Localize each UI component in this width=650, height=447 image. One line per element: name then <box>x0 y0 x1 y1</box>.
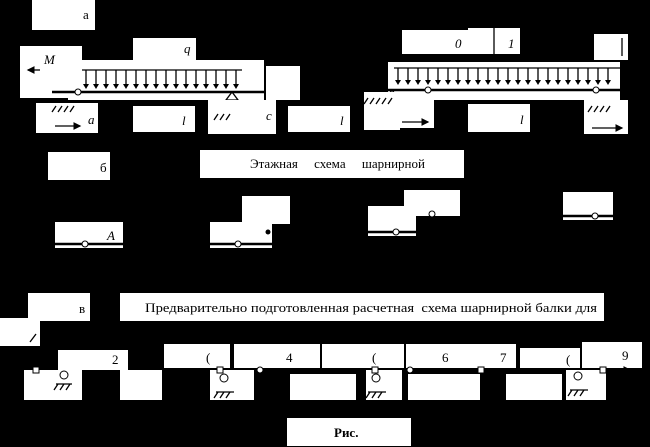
panel-b-label-box <box>48 152 110 180</box>
span-v-3-box <box>408 374 480 400</box>
node-3-square <box>216 366 224 374</box>
scheme-v-title-box <box>120 293 604 321</box>
node-4-box <box>234 344 320 368</box>
node-5-square <box>371 366 379 374</box>
hinge-right-2 <box>592 86 600 94</box>
storey-3-top-hinge <box>428 210 436 218</box>
storey-2-dot <box>265 229 271 235</box>
hinge-right-1 <box>424 86 432 94</box>
support-4-box <box>566 370 606 400</box>
node-2-box <box>58 350 128 370</box>
support-1-ground <box>53 383 72 391</box>
panel-a: а M q a l c l 0 <box>20 0 628 134</box>
support-2-roller <box>219 373 229 383</box>
scheme-v-title: Предварительно подготовленная расчетная … <box>145 300 597 315</box>
support-1-box <box>24 370 82 400</box>
dim-a-label: a <box>88 112 95 127</box>
hinge-1-box <box>164 344 230 368</box>
storey-2-hinge <box>234 240 242 248</box>
node-4-hinge <box>256 366 264 374</box>
node-4-label: 4 <box>286 350 293 365</box>
hinge-1-mark: ( <box>206 350 210 365</box>
node-6-hinge <box>406 366 414 374</box>
hinge-2-mark: ( <box>372 350 376 365</box>
support-2-box <box>210 370 254 400</box>
panel-v-label: в <box>79 301 85 316</box>
top-1-label: 1 <box>508 36 515 51</box>
storey-base-hinge <box>81 240 89 248</box>
span-2-box <box>288 106 350 132</box>
node-6-label: 6 <box>442 350 449 365</box>
node-7-box <box>486 344 516 368</box>
hinge-2-box <box>322 344 404 368</box>
support-2-ground <box>213 391 234 399</box>
hinge-left <box>74 88 82 96</box>
scheme-b-title-box <box>200 150 464 178</box>
span-2-label: l <box>340 113 344 128</box>
mid-box-1 <box>266 66 300 100</box>
scheme-b-title: Этажная схема шарнирной <box>250 156 425 171</box>
node-9-label: 9 <box>622 348 629 363</box>
moment-label: M <box>43 52 56 67</box>
panel-a-label-box <box>32 0 95 30</box>
fixed-hatch-left <box>51 105 75 113</box>
support-3-ground <box>365 391 386 399</box>
left-edge-mark <box>29 333 37 343</box>
panel-b: б Этажная схема шарнирной A <box>48 150 613 248</box>
node-7-square <box>477 366 485 374</box>
dim-c-box <box>208 100 276 134</box>
storey-4-hinge <box>591 212 599 220</box>
node-2-label: 2 <box>112 352 119 367</box>
node-6-box <box>406 344 490 368</box>
span-3-box <box>468 104 530 132</box>
fixed-right-box <box>584 100 628 134</box>
node-1-square <box>32 366 40 374</box>
span-1-label: l <box>182 113 186 128</box>
support-3-box <box>366 370 402 400</box>
node-7-label: 7 <box>500 350 507 365</box>
storey-2-top-box <box>242 196 290 224</box>
panel-a-label: а <box>83 7 89 22</box>
hinge-3-mark: ( <box>566 352 570 367</box>
support-4-ground <box>567 389 588 397</box>
left-edge-box <box>0 318 40 346</box>
support-mid-1-ground <box>213 113 231 121</box>
load-arrows-right <box>395 68 611 85</box>
support-1-roller <box>59 370 69 380</box>
span-1-box <box>133 106 195 132</box>
storey-3-hinge <box>392 228 400 236</box>
span-v-1-box <box>120 370 162 400</box>
span-3-label: l <box>520 112 524 127</box>
panel-v: в Предварительно подготовленная расчетна… <box>0 293 642 400</box>
caption-box <box>287 418 411 446</box>
support-mid-2-hatch <box>363 97 393 105</box>
dim-right-box <box>398 100 434 128</box>
figure-caption: Рис. <box>334 425 358 440</box>
dim-c-label: c <box>266 108 272 123</box>
panel-b-label: б <box>100 160 107 175</box>
top-0-box <box>402 30 470 54</box>
storey-support-label: A <box>106 228 115 243</box>
load-arrows-left <box>83 70 239 89</box>
left-fixed-right-box <box>364 92 400 130</box>
top-0-label: 0 <box>455 36 462 51</box>
support-4-roller <box>573 371 583 381</box>
load-q-label: q <box>184 41 191 56</box>
span-v-4-box <box>506 374 562 400</box>
node-9-box <box>582 342 642 368</box>
load-q-box <box>133 38 196 60</box>
fixed-right-hatch <box>587 105 611 113</box>
span-v-2-box <box>290 374 356 400</box>
support-3-roller <box>371 373 381 383</box>
hinge-3-box <box>520 348 580 368</box>
node-8-square <box>599 366 607 374</box>
panel-v-label-box <box>28 293 90 321</box>
top-right-box <box>594 34 628 60</box>
